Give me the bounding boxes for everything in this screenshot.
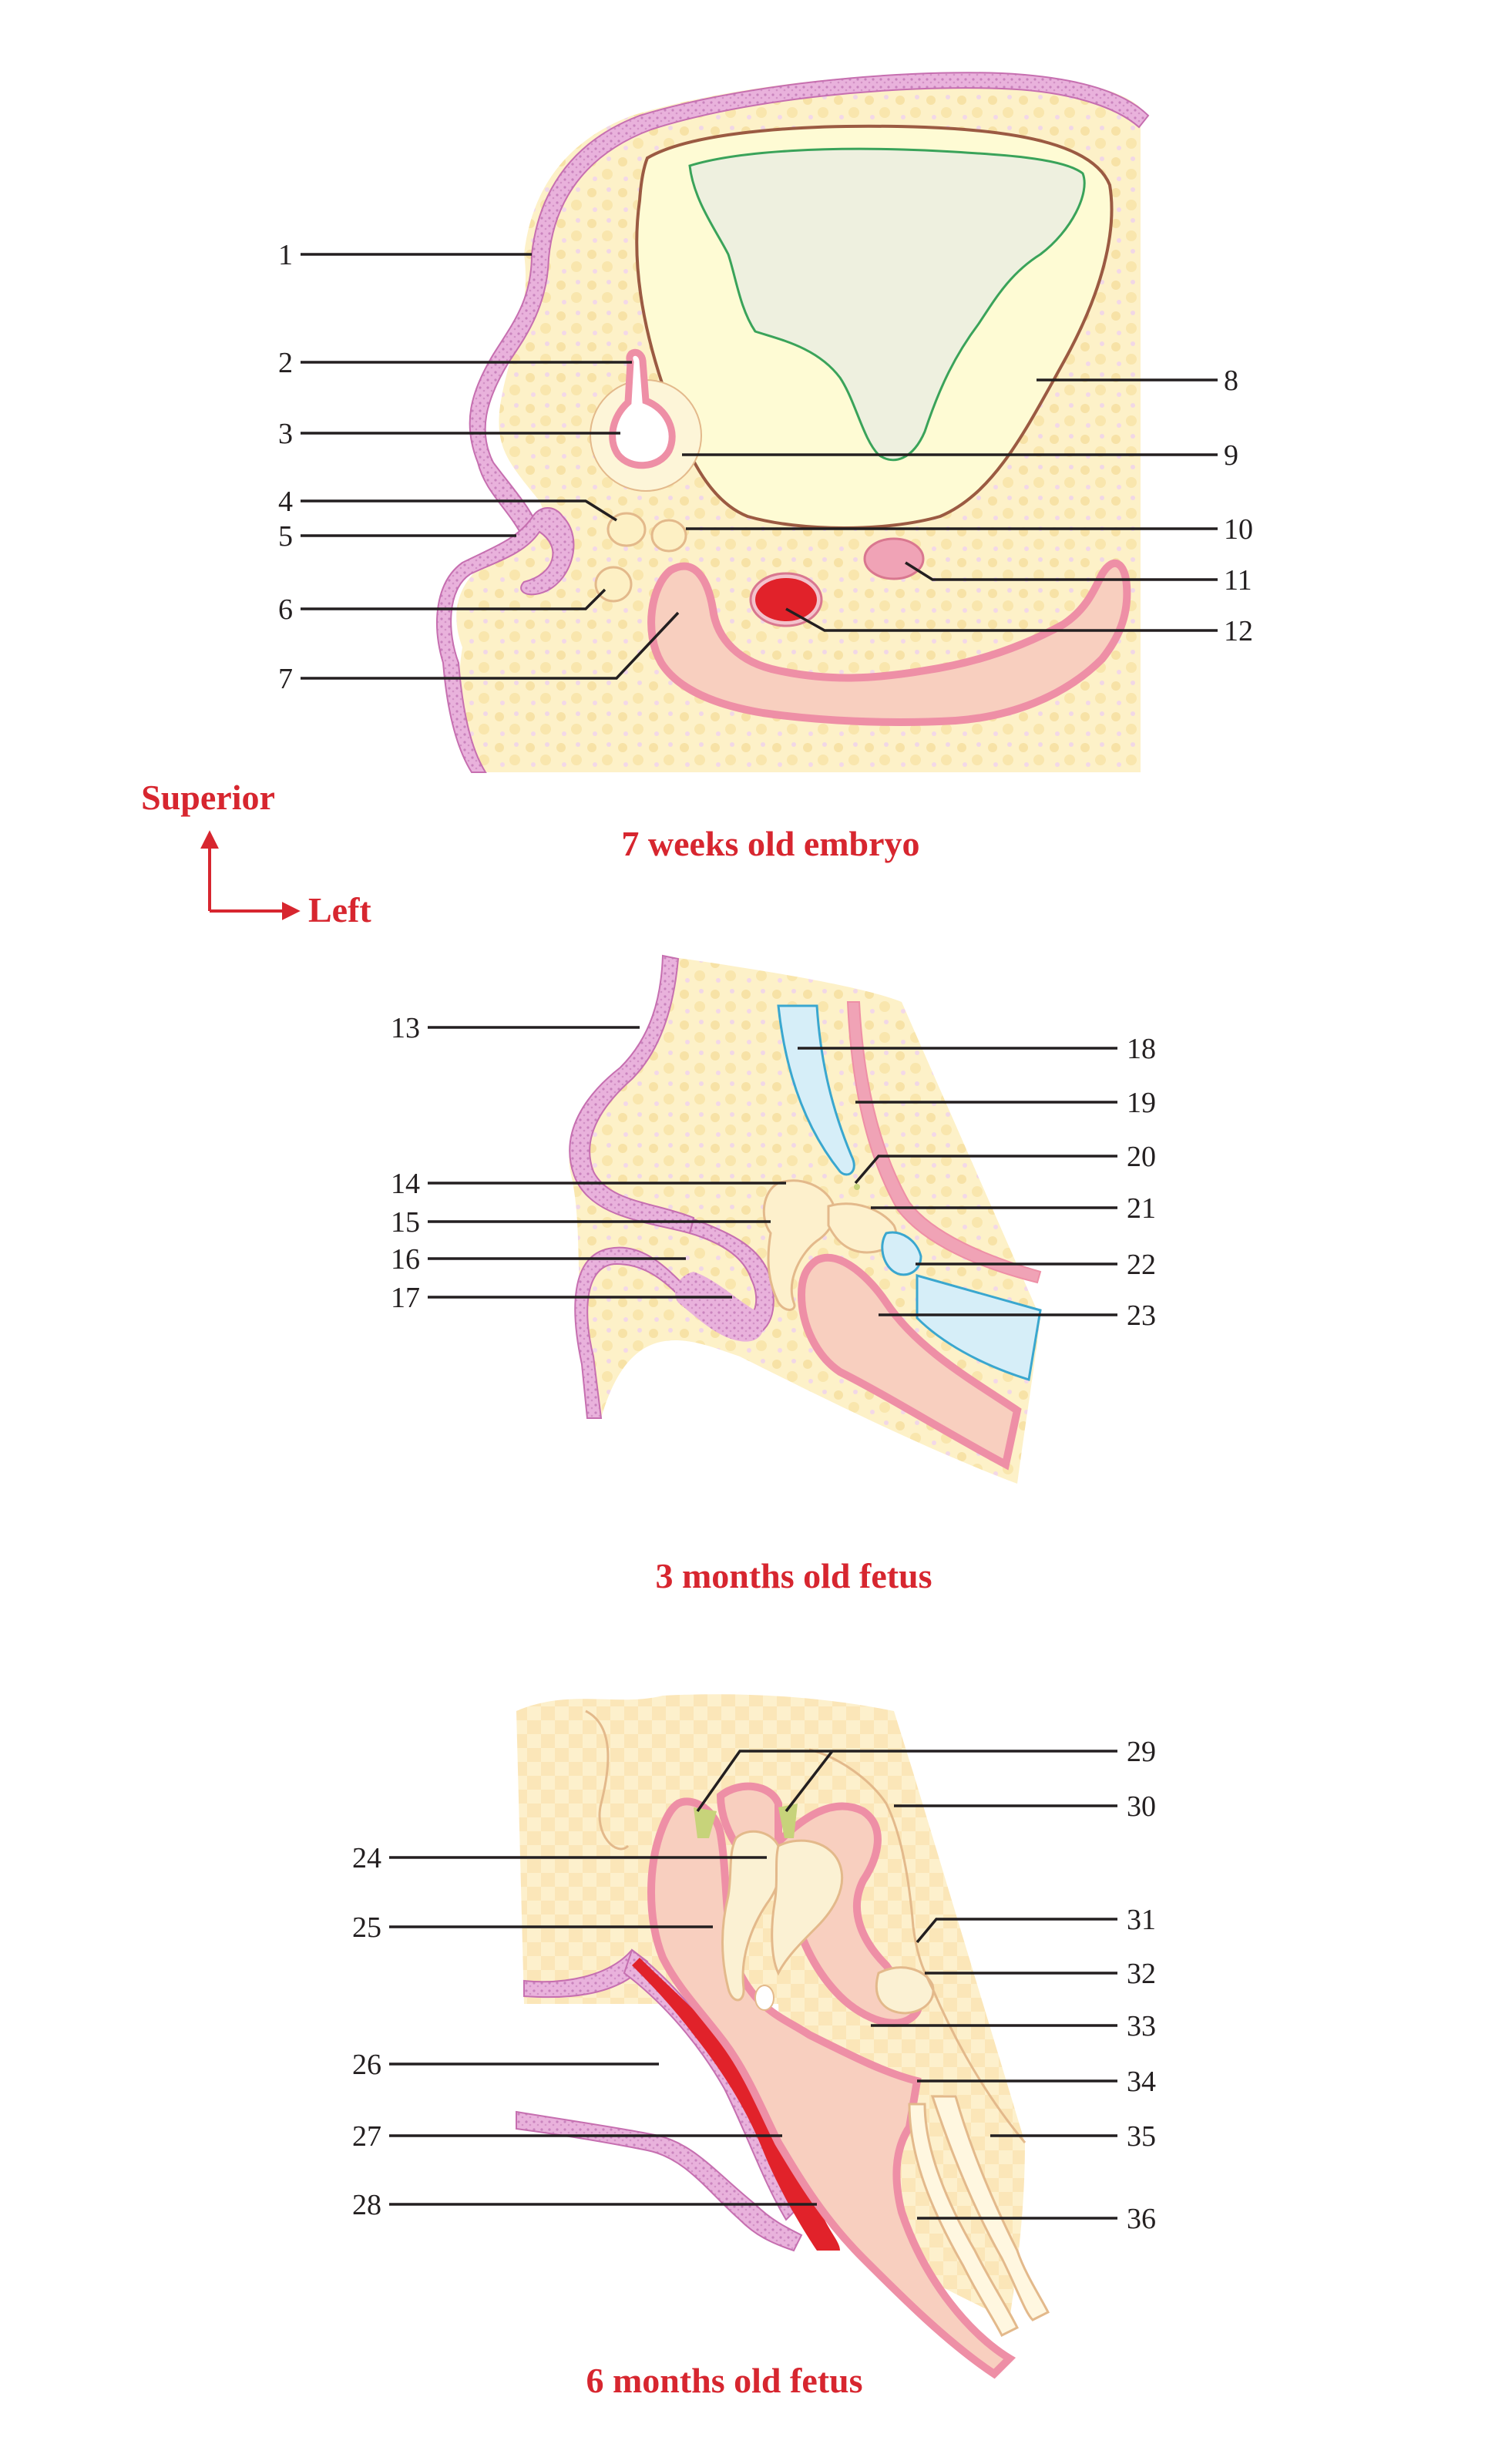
fetus6-incus bbox=[771, 1839, 844, 1976]
orientation-left-label: Left bbox=[308, 890, 371, 930]
fetus6-ligament-right bbox=[778, 1804, 798, 1838]
panel1-leaders bbox=[301, 253, 1218, 680]
embryo-structure-4 bbox=[606, 512, 647, 547]
panel-fetus-3mo bbox=[569, 954, 1042, 1484]
label-11: 11 bbox=[1224, 564, 1252, 597]
fetus3-structure-19 bbox=[846, 1001, 1042, 1284]
fetus6-small-oval bbox=[754, 1985, 774, 2011]
label-33: 33 bbox=[1127, 2010, 1156, 2042]
orientation-superior-label: Superior bbox=[141, 778, 275, 817]
label-16: 16 bbox=[391, 1243, 420, 1276]
label-4: 4 bbox=[278, 486, 293, 518]
embryo-blood-vessel-12 bbox=[749, 572, 823, 627]
fetus6-tympanic-membrane bbox=[632, 1958, 840, 2251]
label-17: 17 bbox=[391, 1282, 420, 1314]
fetus6-stapes bbox=[875, 1966, 935, 2015]
label-5: 5 bbox=[278, 520, 293, 553]
label-35: 35 bbox=[1127, 2120, 1156, 2153]
embryo-structure-10 bbox=[650, 519, 687, 553]
fetus6-structure-35 bbox=[930, 2095, 1050, 2321]
label-9: 9 bbox=[1224, 439, 1238, 472]
label-21: 21 bbox=[1127, 1192, 1156, 1225]
caption-embryo-7wk: 7 weeks old embryo bbox=[621, 824, 919, 863]
fetus3-cartilage-22 bbox=[881, 1231, 922, 1276]
caption-fetus-3mo: 3 months old fetus bbox=[655, 1556, 932, 1595]
embryo-surface-ectoderm bbox=[469, 72, 1150, 541]
label-29: 29 bbox=[1127, 1736, 1156, 1768]
fetus6-structure-36-wall bbox=[908, 2103, 1020, 2338]
label-34: 34 bbox=[1127, 2066, 1156, 2098]
fetus3-structure-17 bbox=[675, 1272, 764, 1342]
label-13: 13 bbox=[391, 1012, 420, 1044]
caption-fetus-6mo: 6 months old fetus bbox=[586, 2361, 862, 2400]
panel3-leaders bbox=[389, 1750, 1117, 2220]
label-26: 26 bbox=[352, 2049, 381, 2081]
label-14: 14 bbox=[391, 1168, 420, 1200]
label-15: 15 bbox=[391, 1206, 420, 1239]
label-6: 6 bbox=[278, 593, 293, 626]
fetus6-skin-lower bbox=[516, 2110, 803, 2252]
fourth-ventricle bbox=[688, 147, 1086, 462]
label-2: 2 bbox=[278, 347, 293, 379]
label-27: 27 bbox=[352, 2120, 381, 2153]
label-19: 19 bbox=[1127, 1087, 1156, 1119]
embryo-structure-11 bbox=[863, 537, 925, 580]
orientation-indicator: Superior Left bbox=[141, 778, 371, 930]
label-30: 30 bbox=[1127, 1790, 1156, 1823]
label-18: 18 bbox=[1127, 1033, 1156, 1065]
label-23: 23 bbox=[1127, 1299, 1156, 1332]
fetus3-cartilage-lower bbox=[916, 1274, 1042, 1381]
panel-embryo-7wk bbox=[436, 72, 1150, 773]
fetus6-petrous-outline bbox=[585, 1709, 1026, 2143]
panel2-leaders bbox=[428, 1026, 1117, 1316]
pharynx bbox=[647, 560, 1131, 726]
label-32: 32 bbox=[1127, 1958, 1156, 1990]
label-10: 10 bbox=[1224, 513, 1253, 546]
label-31: 31 bbox=[1127, 1904, 1156, 1936]
label-36: 36 bbox=[1127, 2203, 1156, 2235]
embryo-structure-6 bbox=[594, 566, 633, 603]
label-22: 22 bbox=[1127, 1249, 1156, 1281]
fetus3-cartilage-18 bbox=[777, 1004, 855, 1176]
label-3: 3 bbox=[278, 418, 293, 450]
panel-fetus-6mo bbox=[516, 1694, 1050, 2379]
first-pharyngeal-cleft bbox=[436, 507, 575, 773]
label-20: 20 bbox=[1127, 1141, 1156, 1173]
label-12: 12 bbox=[1224, 615, 1253, 647]
fetus6-ligament-left bbox=[694, 1807, 717, 1838]
fetus3-ossicle-joint bbox=[854, 1184, 860, 1190]
fetus3-pharyngotympanic-tube bbox=[797, 1253, 1022, 1471]
label-28: 28 bbox=[352, 2189, 381, 2221]
label-24: 24 bbox=[352, 1842, 381, 1874]
fetus3-ossicle-malleus bbox=[762, 1179, 836, 1311]
label-7: 7 bbox=[278, 663, 293, 695]
label-1: 1 bbox=[278, 239, 293, 271]
label-8: 8 bbox=[1224, 365, 1238, 397]
label-25: 25 bbox=[352, 1911, 381, 1944]
